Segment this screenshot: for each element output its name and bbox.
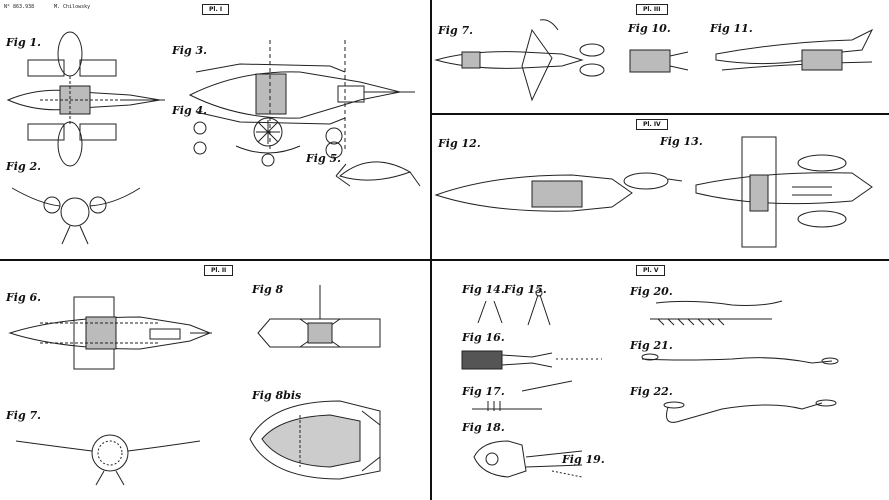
fig-label: Fig 6. bbox=[6, 291, 41, 304]
fig-label: Fig 8bis bbox=[252, 389, 302, 402]
fig-label: Fig 13. bbox=[660, 135, 703, 148]
patent-sheet-plate-3: Pl. III Fig 7. Fig 10. Fig 11. bbox=[432, 0, 889, 113]
fig-label: Fig 12. bbox=[438, 137, 481, 150]
fig-label: Fig 16. bbox=[462, 331, 505, 344]
fig-label: Fig 5. bbox=[306, 152, 341, 165]
fig-label: Fig 19. bbox=[562, 453, 605, 466]
fig-label: Fig 22. bbox=[630, 385, 673, 398]
divider-left-horizontal bbox=[0, 259, 431, 261]
fig-label: Fig 14. bbox=[462, 283, 505, 296]
plate-label: Pl. V bbox=[636, 265, 666, 276]
drawing-plate-5 bbox=[432, 261, 889, 500]
fig-label: Fig 7. bbox=[438, 24, 473, 37]
fig-label: Fig 21. bbox=[630, 339, 673, 352]
fig-label: Fig 8 bbox=[252, 283, 284, 296]
patent-sheet-plate-2: Pl. II Fig 6. Fig 8 Fig 7. Fig 8bis bbox=[0, 261, 430, 500]
fig-label: Fig 11. bbox=[710, 22, 753, 35]
divider-right-upper bbox=[431, 113, 889, 115]
patent-sheet-plate-5: Pl. V Fig 14. Fig 15. Fig 16. Fig 17. Fi… bbox=[432, 261, 889, 500]
drawing-plate-2 bbox=[0, 261, 430, 500]
fig-label: Fig 20. bbox=[630, 285, 673, 298]
inventor-name: M. Chilowsky bbox=[54, 4, 91, 10]
fig-label: Fig 2. bbox=[6, 160, 41, 173]
drawing-plate-3 bbox=[432, 0, 889, 113]
drawing-plate-1 bbox=[0, 0, 430, 259]
plate-label: Pl. I bbox=[202, 4, 230, 15]
fig-label: Fig 3. bbox=[172, 44, 207, 57]
divider-vertical bbox=[430, 0, 432, 500]
patent-number: N° 863.938 bbox=[4, 4, 35, 10]
patent-sheet-plate-4: Pl. IV Fig 12. Fig 13. bbox=[432, 115, 889, 259]
plate-label: Pl. III bbox=[636, 4, 668, 15]
plate-label: Pl. II bbox=[204, 265, 234, 276]
drawing-plate-4 bbox=[432, 115, 889, 259]
fig-label: Fig 4. bbox=[172, 104, 207, 117]
fig-label: Fig 10. bbox=[628, 22, 671, 35]
patent-sheet-plate-1: N° 863.938 M. Chilowsky Pl. I Fig 1. Fig… bbox=[0, 0, 430, 259]
divider-right-lower bbox=[431, 259, 889, 261]
fig-label: Fig 7. bbox=[6, 409, 41, 422]
fig-label: Fig 1. bbox=[6, 36, 41, 49]
fig-label: Fig 18. bbox=[462, 421, 505, 434]
plate-label: Pl. IV bbox=[636, 119, 668, 130]
fig-label: Fig 17. bbox=[462, 385, 505, 398]
